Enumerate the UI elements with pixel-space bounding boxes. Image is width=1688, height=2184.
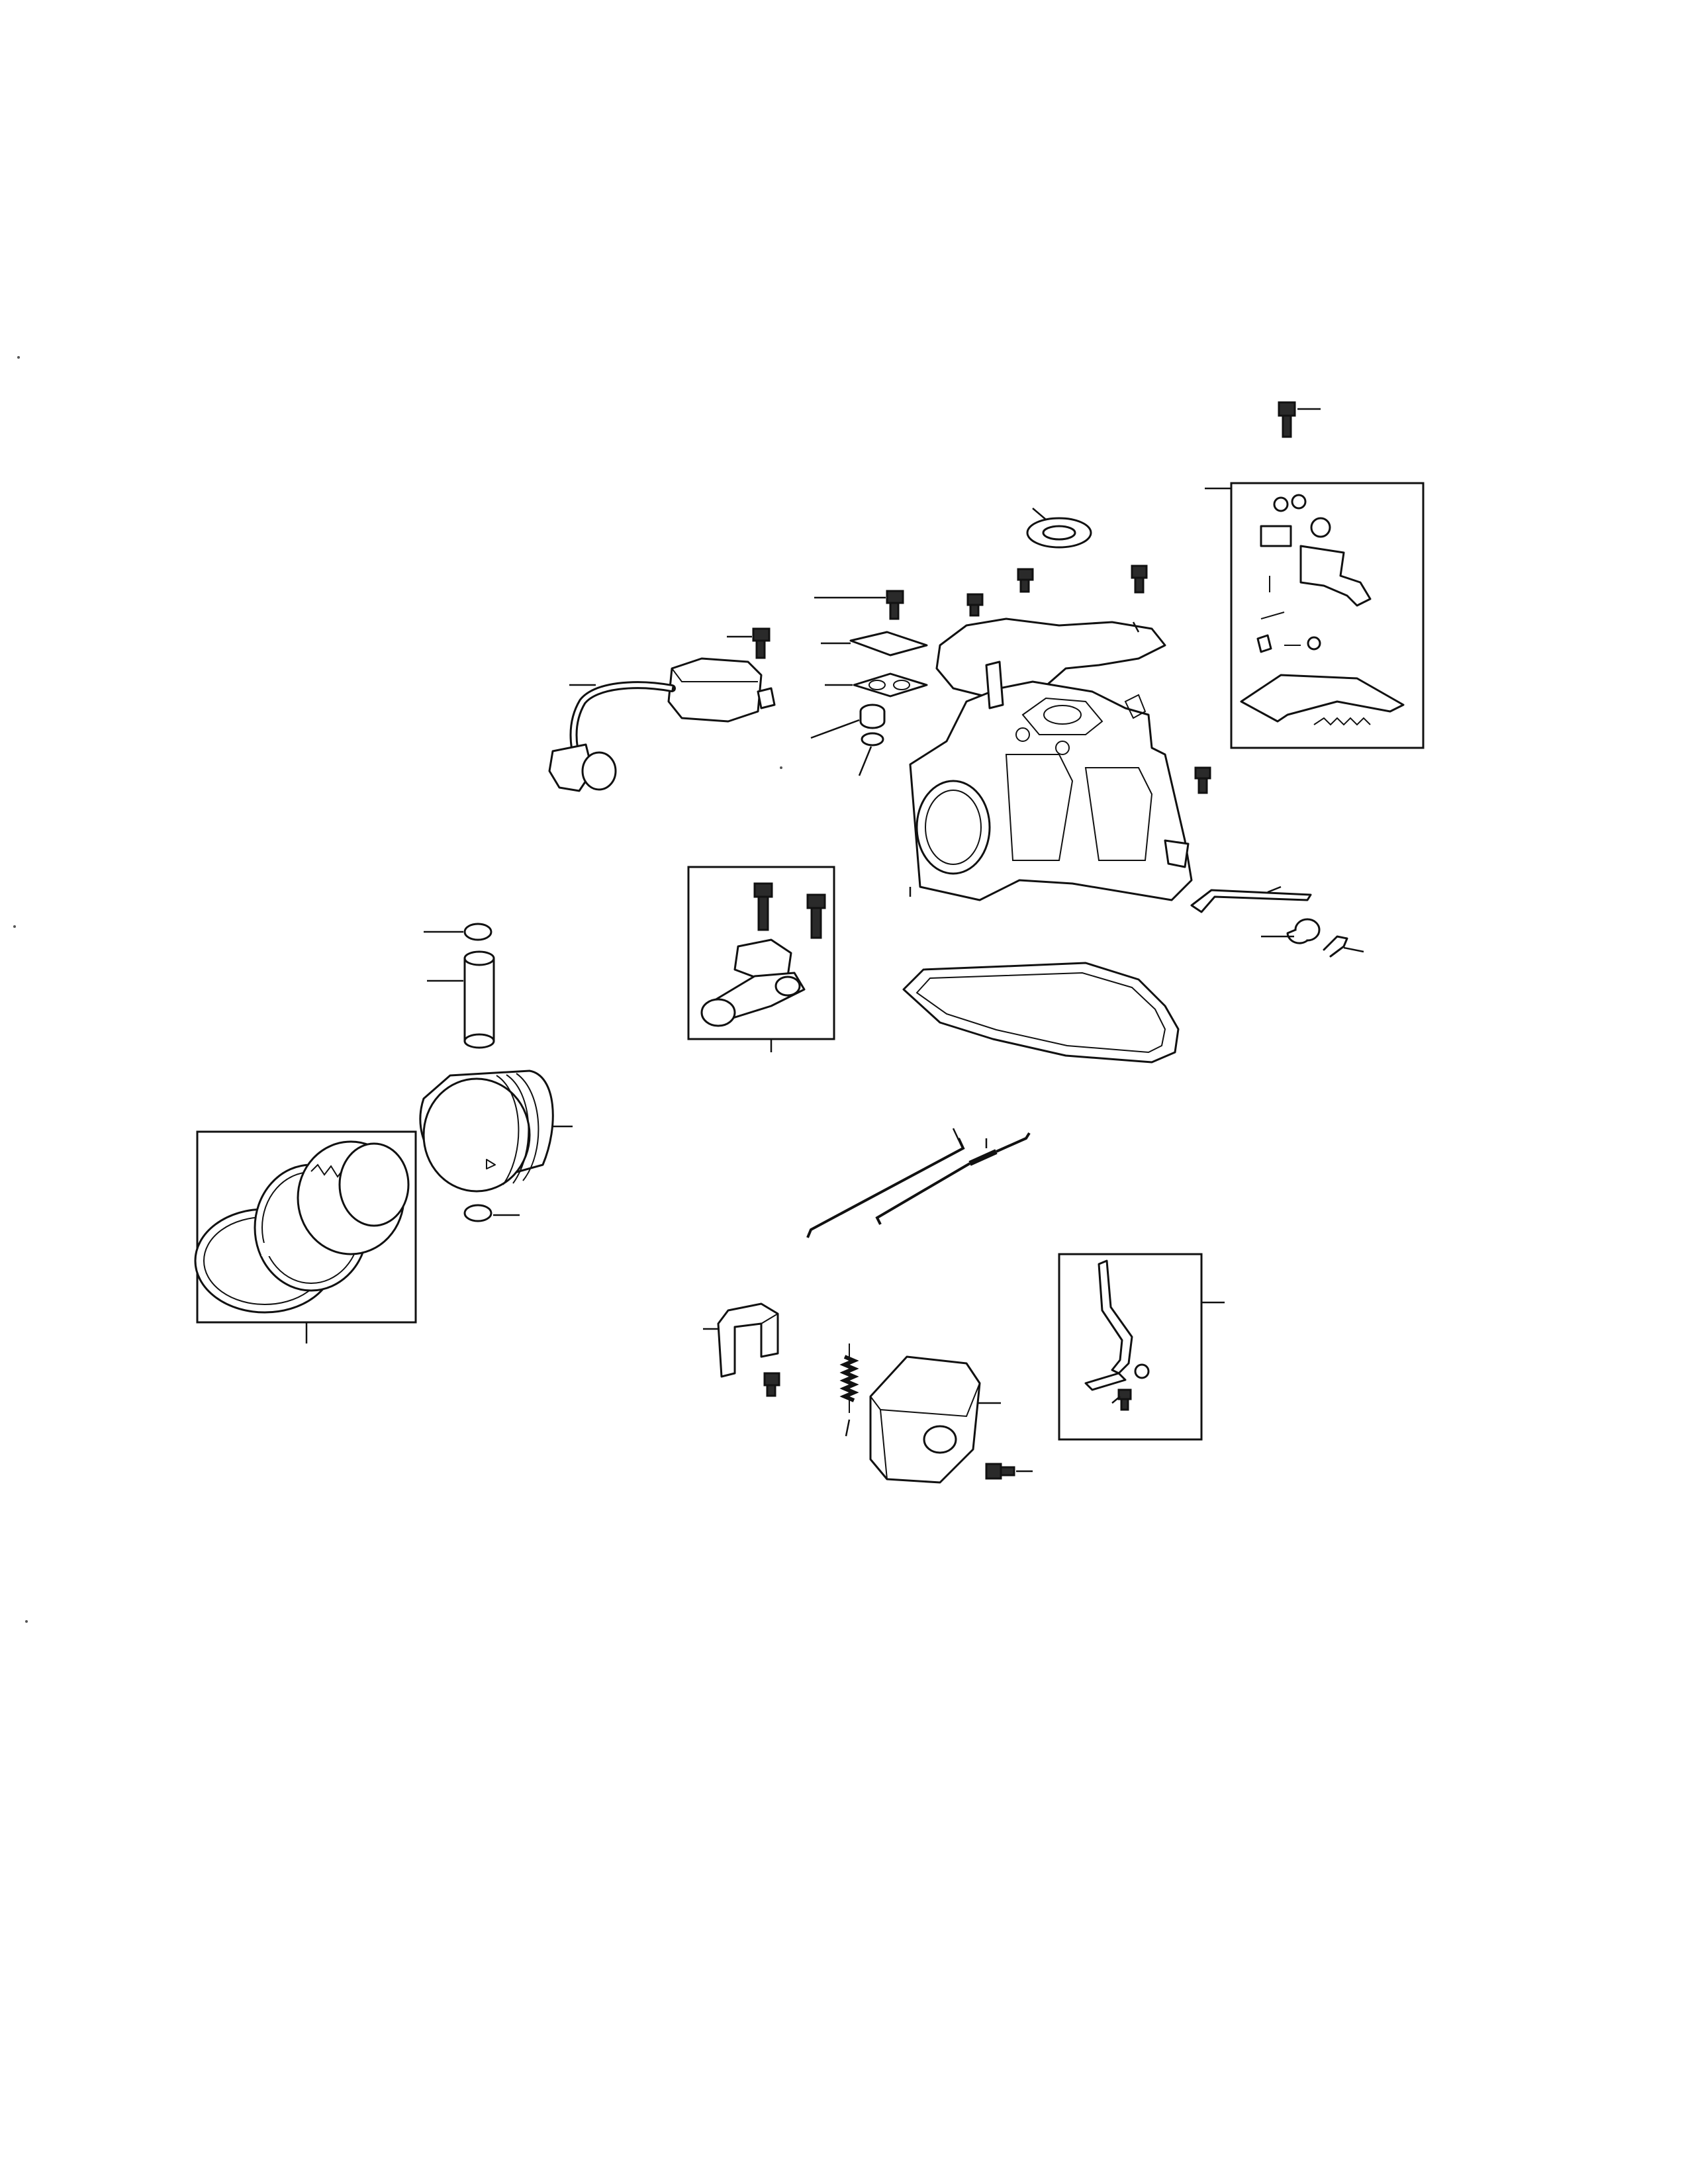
connecting-rod-box	[687, 866, 835, 1040]
wrist-pin-141	[463, 950, 495, 1049]
bolt-26-lower	[752, 627, 771, 659]
nut-59	[1134, 1363, 1150, 1379]
piston-140	[419, 1069, 554, 1193]
bolt-26-top	[1278, 401, 1296, 438]
piston-rings-134	[194, 1140, 410, 1314]
plug-41	[859, 704, 886, 729]
ignition-coil-43	[548, 657, 776, 792]
bushing-63	[1286, 918, 1321, 944]
plate-39	[849, 631, 928, 657]
circlip-139-top	[463, 923, 492, 941]
governor-link-54	[806, 1138, 965, 1238]
bolt-23-b	[966, 568, 1034, 617]
bolt-25-upper	[886, 590, 904, 620]
washer-42	[861, 732, 884, 747]
filter-55	[869, 1355, 981, 1484]
connecting-rod-142	[700, 882, 826, 1027]
governor-assembly-parts	[1240, 494, 1405, 726]
hitch-pin-62	[1323, 935, 1348, 958]
screw-58	[1117, 1388, 1132, 1411]
spring-60	[839, 1343, 859, 1413]
governor-shaft-64	[1190, 889, 1312, 913]
governor-assembly-box	[1230, 482, 1425, 749]
gasket-40	[853, 672, 928, 698]
throttle-lever-box	[1058, 1253, 1203, 1441]
spring-link-53	[875, 1132, 1031, 1225]
seal-22	[1026, 517, 1092, 549]
bracket-61	[717, 1302, 779, 1378]
bolt-25-right	[1194, 766, 1211, 794]
crankcase-gasket-66	[902, 962, 1180, 1064]
circlip-139-bottom	[463, 1204, 492, 1222]
bolt-23	[1131, 565, 1148, 594]
crankcase-65	[909, 660, 1193, 901]
bolt-25-bracket	[763, 1372, 780, 1397]
bolt-25-filter	[985, 1463, 1015, 1480]
throttle-lever-56	[1084, 1259, 1133, 1391]
